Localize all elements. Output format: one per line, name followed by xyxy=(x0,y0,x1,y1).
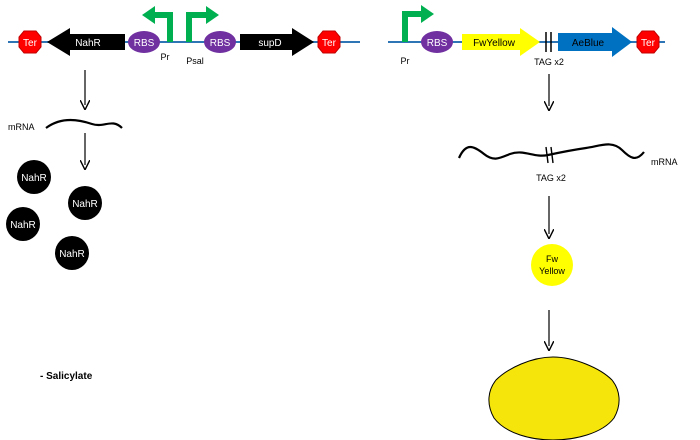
aeblue-gene-label: AeBlue xyxy=(572,38,605,49)
nahr-protein-2: NahR xyxy=(68,186,102,220)
right-mrna-stop-label: TAG x2 xyxy=(536,173,566,183)
right-construct: Pr RBS FwYellow TAG x2 AeBlue Ter xyxy=(388,5,665,67)
stop-codon-marks xyxy=(545,32,552,52)
mrna-stop-mark-1 xyxy=(545,146,549,164)
promoter-psal-arrow xyxy=(186,6,219,42)
yellow-lemon-cell xyxy=(488,356,620,440)
promoter-pr-label: Pr xyxy=(161,52,170,62)
left-flow: mRNA NahR NahR NahR NahR - Salicylate xyxy=(6,70,123,382)
left-terminator-start: Ter xyxy=(18,30,42,54)
nahr-protein-4: NahR xyxy=(55,236,89,270)
right-terminator-label: Ter xyxy=(641,38,656,49)
right-mrna-strand xyxy=(457,143,645,160)
left-mrna-strand xyxy=(45,118,123,129)
right-construct-stop-label: TAG x2 xyxy=(534,57,564,67)
supd-gene-arrow: supD xyxy=(240,28,314,56)
left-rbs-2: RBS xyxy=(204,31,236,53)
promoter-psal-label: Psal xyxy=(186,56,204,66)
nahr-gene-label: NahR xyxy=(75,38,101,49)
supd-gene-label: supD xyxy=(258,38,281,49)
fwyellow-protein-label-line2: Yellow xyxy=(539,266,565,276)
right-terminator: Ter xyxy=(636,30,660,54)
left-terminator-end-label: Ter xyxy=(322,38,337,49)
right-rbs-label: RBS xyxy=(427,38,448,49)
right-promoter-label: Pr xyxy=(401,56,410,66)
nahr-protein-1-label: NahR xyxy=(21,173,47,184)
left-terminator-end: Ter xyxy=(317,30,341,54)
fwyellow-protein-label-line1: Fw xyxy=(546,254,558,264)
fwyellow-protein: Fw Yellow xyxy=(531,244,573,286)
right-flow: mRNA TAG x2 Fw Yellow xyxy=(457,74,678,440)
nahr-gene-arrow: NahR xyxy=(47,28,125,56)
right-promoter-arrow xyxy=(402,5,434,42)
promoter-pr-arrow xyxy=(142,6,173,42)
right-rbs: RBS xyxy=(421,31,453,53)
fwyellow-gene-arrow: FwYellow xyxy=(462,28,540,56)
nahr-protein-2-label: NahR xyxy=(72,199,98,210)
left-terminator-start-label: Ter xyxy=(23,38,38,49)
aeblue-gene-arrow: AeBlue xyxy=(558,27,632,57)
condition-label: - Salicylate xyxy=(40,371,93,382)
left-construct: Ter NahR RBS Pr Psal RBS xyxy=(8,6,360,66)
right-mrna-label: mRNA xyxy=(651,157,678,167)
left-mrna-label: mRNA xyxy=(8,122,35,132)
left-rbs-2-label: RBS xyxy=(210,38,231,49)
nahr-protein-1: NahR xyxy=(17,160,51,194)
fwyellow-gene-label: FwYellow xyxy=(473,38,516,49)
nahr-protein-4-label: NahR xyxy=(59,249,85,260)
left-rbs-1: RBS xyxy=(128,31,160,53)
mrna-stop-mark-2 xyxy=(550,146,554,164)
left-rbs-1-label: RBS xyxy=(134,38,155,49)
nahr-protein-3-label: NahR xyxy=(10,220,36,231)
nahr-protein-3: NahR xyxy=(6,207,40,241)
